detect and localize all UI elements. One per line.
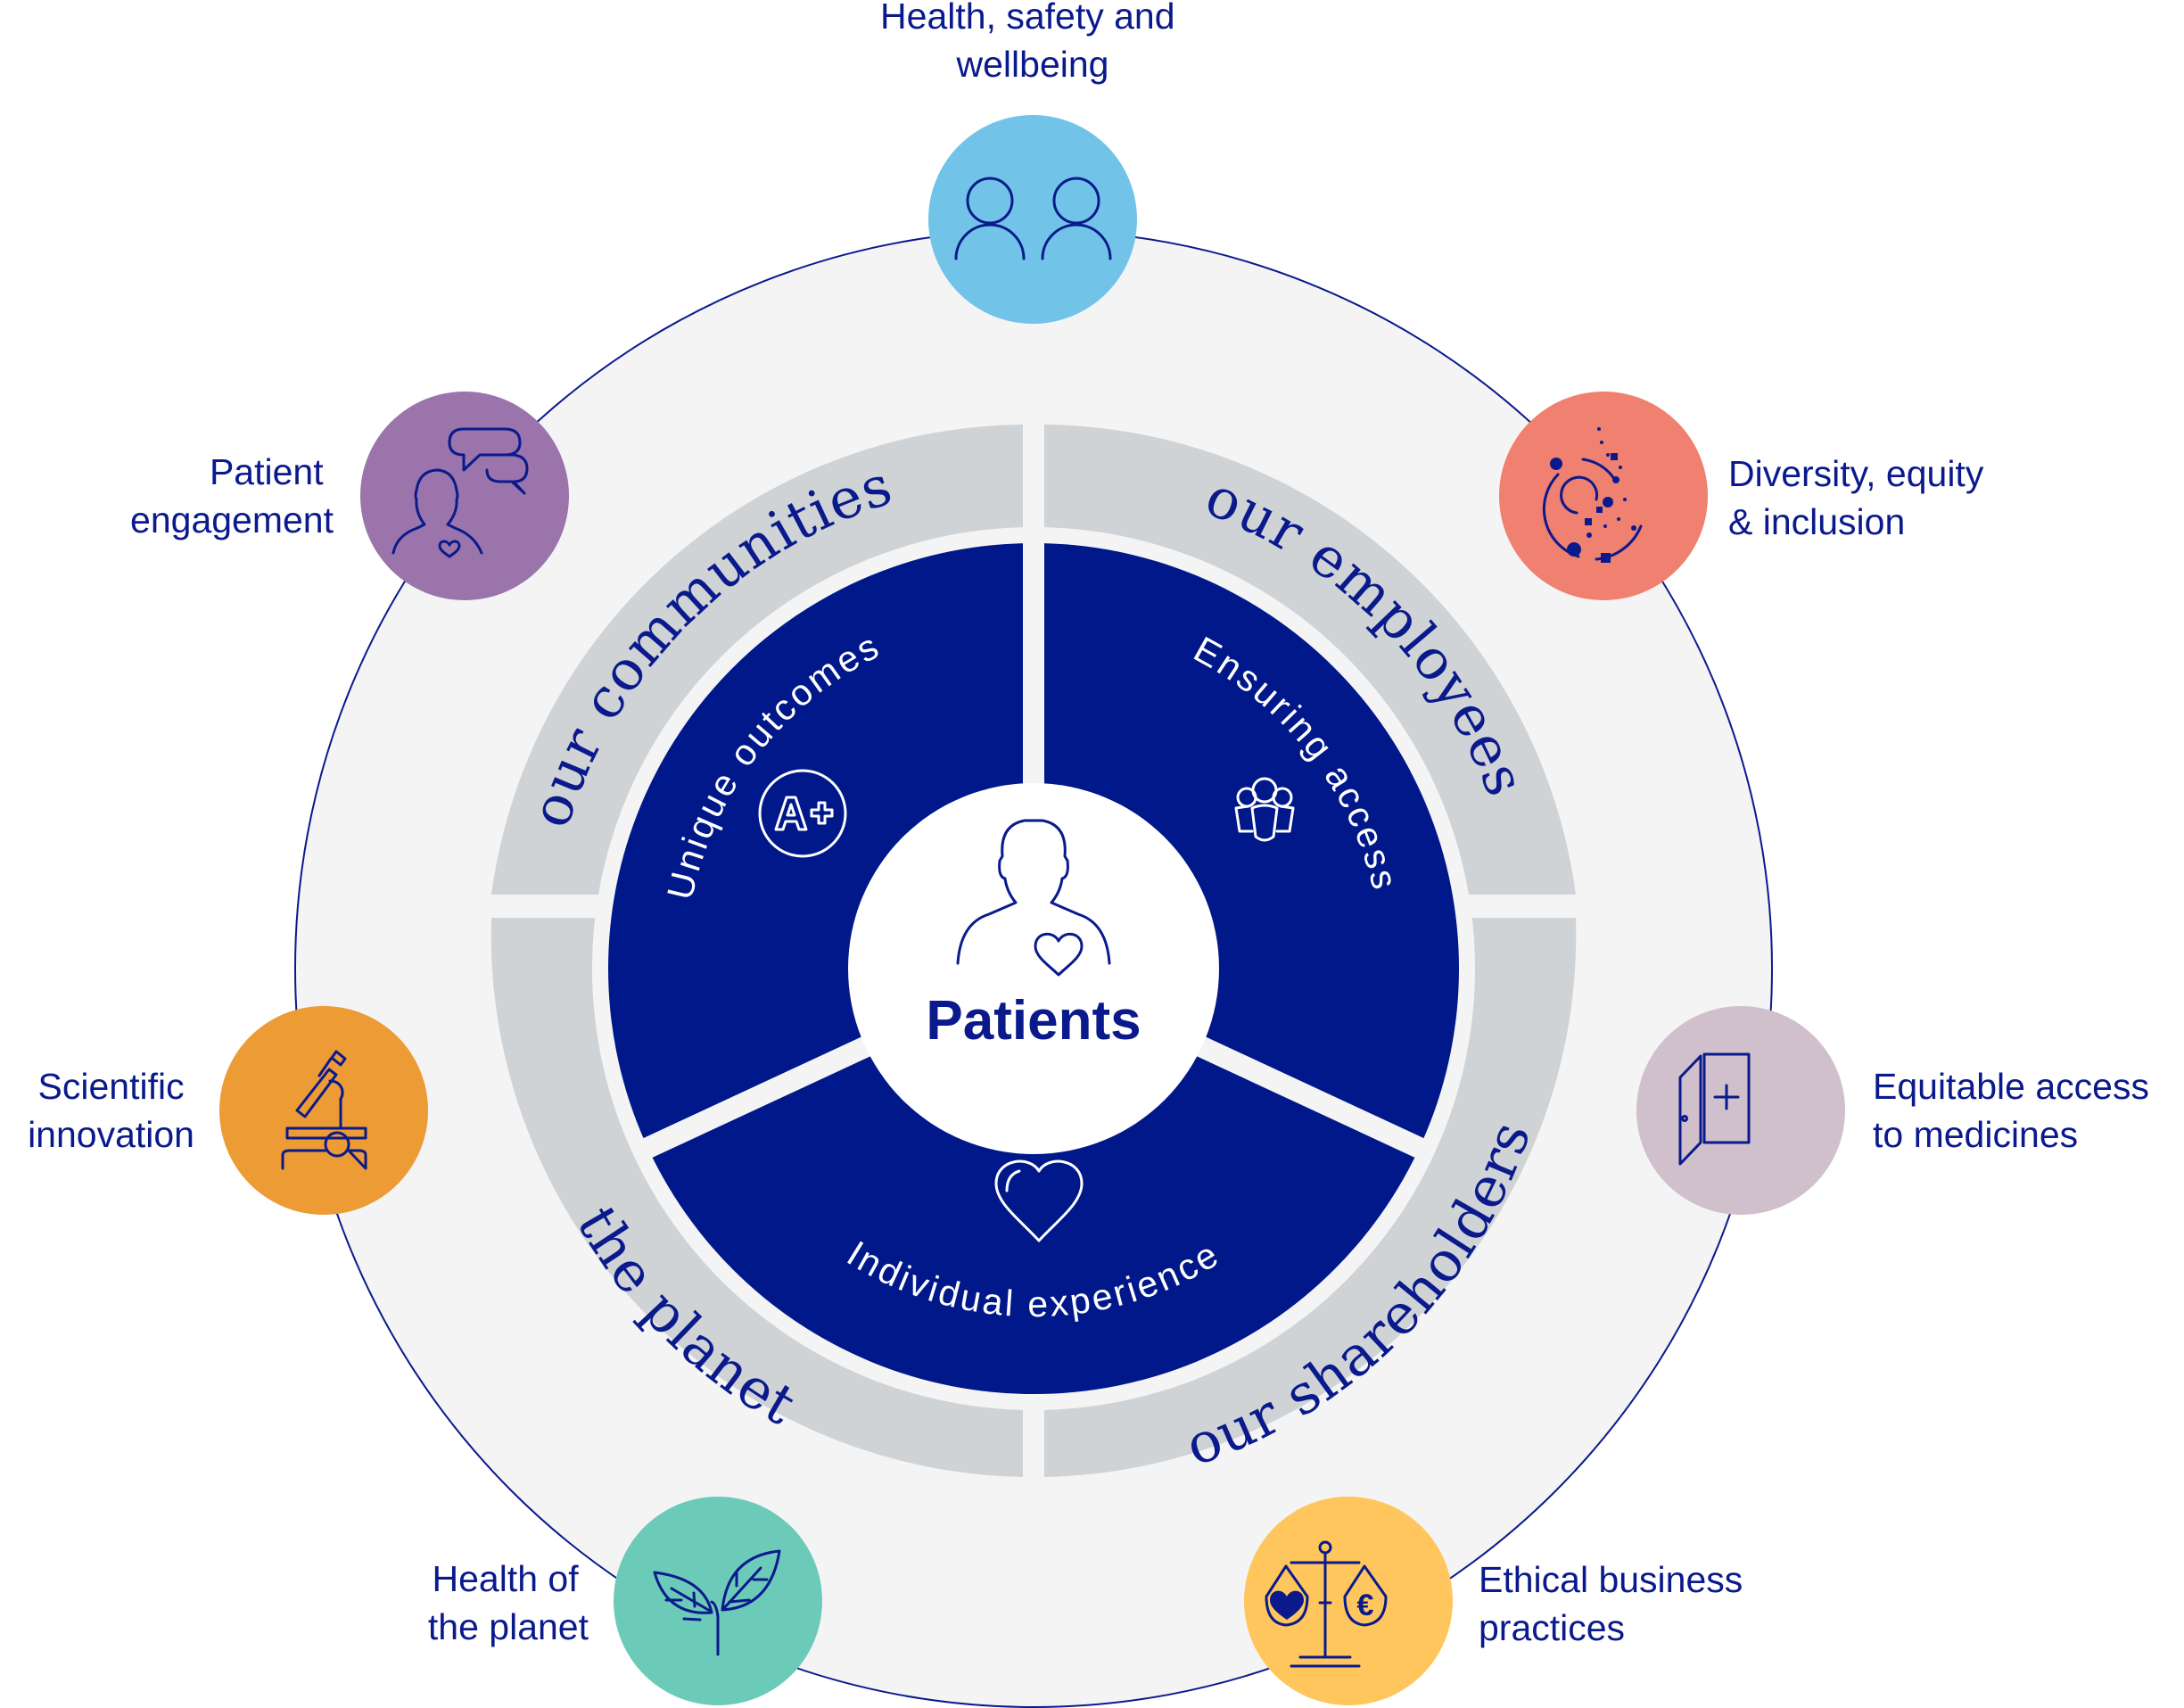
pillar-circle: [614, 1497, 822, 1705]
two-people-icon: [954, 177, 1112, 260]
pharmacy-door-icon: [1678, 1052, 1751, 1166]
pillar-label-line: Scientific: [38, 1066, 185, 1107]
patient-heart-icon: [956, 819, 1111, 977]
svg-text:Diversity, equity & incl: Diversity, equity & inclusion: [1728, 453, 1994, 542]
pillar-label-line: to medicines: [1873, 1114, 2078, 1155]
center-label: Patients: [926, 990, 1141, 1052]
pillar-patient-engagement: Patient engagement: [130, 392, 569, 600]
pillar-label-line: Equitable access: [1873, 1066, 2149, 1107]
pillar-equitable-access: Equitable access to medicines: [1636, 1006, 2159, 1215]
pillar-label-line: & inclusion: [1728, 501, 1905, 542]
group-people-icon: [1234, 777, 1295, 842]
heart-icon: [994, 1159, 1084, 1242]
pillar-ethical-business: € Ethical business practices: [1244, 1497, 1753, 1705]
pillar-label-line: Health of: [432, 1558, 579, 1599]
balance-scale-icon: [1265, 1540, 1388, 1668]
svg-text:Health, safety and wellb: Health, safety and wellbeing: [880, 0, 1185, 85]
svg-text:Ethical business practic: Ethical business practices: [1479, 1559, 1753, 1648]
pillar-health-planet: Health of the planet: [428, 1497, 822, 1705]
pillar-label-line: engagement: [130, 499, 334, 540]
pillar-scientific-innovation: Scientific innovation: [28, 1006, 428, 1215]
microscope-icon: [281, 1050, 367, 1170]
pillar-label-line: innovation: [28, 1114, 194, 1155]
pillar-circle: [1244, 1497, 1453, 1705]
pillar-diversity: Diversity, equity & inclusion: [1499, 392, 1994, 600]
segment-ring: [608, 526, 1459, 1394]
heart-glyph: [1270, 1590, 1304, 1620]
pillar-label-line: Diversity, equity: [1728, 453, 1984, 494]
pillar-label-line: Patient: [210, 451, 324, 492]
pillar-circle: [1636, 1006, 1845, 1215]
pillar-circle: [1499, 392, 1708, 600]
galaxy-dots-icon: [1542, 427, 1643, 563]
pillar-label-line: practices: [1479, 1607, 1625, 1648]
svg-text:Patient engagement: Patient engagement: [130, 451, 334, 540]
patient-speech-icon: [391, 427, 529, 558]
svg-text:Scientific innovation: Scientific innovation: [28, 1066, 194, 1155]
pillar-label-line: Health, safety and: [880, 0, 1174, 37]
pillar-label-line: Ethical business: [1479, 1559, 1743, 1600]
pillar-label-line: the planet: [428, 1606, 589, 1647]
a-plus-icon: [758, 769, 847, 858]
pillar-health-safety: Health, safety and wellbeing: [880, 0, 1185, 324]
pillar-circle: [219, 1006, 428, 1215]
pillar-label-line: wellbeing: [956, 44, 1109, 85]
svg-text:Health of the planet: Health of the planet: [428, 1558, 589, 1647]
pillar-circle: [360, 392, 569, 600]
svg-text:Equitable access to medi: Equitable access to medicines: [1873, 1066, 2159, 1155]
euro-glyph: €: [1357, 1588, 1374, 1622]
pillar-circle: [928, 115, 1137, 324]
sprout-leaves-icon: [653, 1549, 781, 1656]
